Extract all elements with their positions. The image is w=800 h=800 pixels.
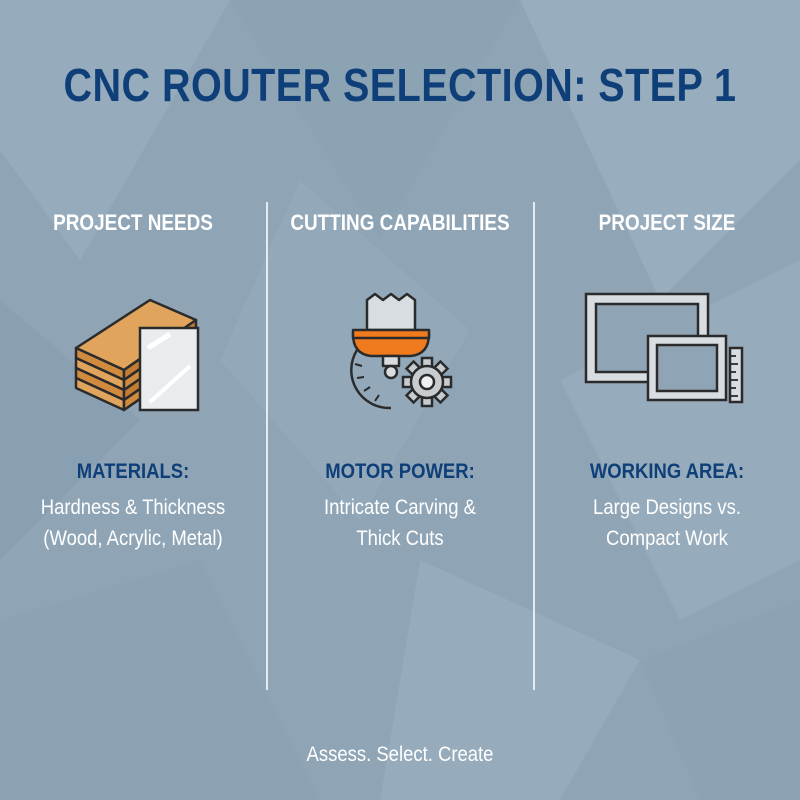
footer-tagline: Assess. Select. Create xyxy=(306,743,494,766)
work-area-frames-icon xyxy=(584,292,744,404)
column-project-needs: PROJECT NEEDS MATERIALS: Hardness & Thic… xyxy=(0,210,266,690)
description-line: Compact Work xyxy=(606,527,728,550)
column-subheading: MATERIALS: xyxy=(76,460,190,483)
column-heading: PROJECT SIZE xyxy=(598,210,736,235)
page-title: CNC ROUTER SELECTION: STEP 1 xyxy=(63,59,737,111)
spindle-gear-icon xyxy=(350,292,453,410)
description-line: Intricate Carving & xyxy=(323,496,477,519)
column-divider xyxy=(266,202,268,690)
description-line: Thick Cuts xyxy=(356,527,444,550)
column-heading: PROJECT NEEDS xyxy=(53,210,213,235)
column-subheading: WORKING AREA: xyxy=(589,460,745,483)
column-subheading: MOTOR POWER: xyxy=(325,460,475,483)
column-divider xyxy=(533,202,535,690)
column-description: Intricate Carving & Thick Cuts xyxy=(283,492,517,554)
column-description: Large Designs vs. Compact Work xyxy=(550,492,784,554)
description-line: Large Designs vs. xyxy=(593,496,741,519)
column-description: Hardness & Thickness (Wood, Acrylic, Met… xyxy=(16,492,250,554)
column-cutting-capabilities: CUTTING CAPABILITIES xyxy=(267,210,533,690)
column-project-size: PROJECT SIZE WORKING AREA: Large Designs… xyxy=(534,210,800,690)
column-heading: CUTTING CAPABILITIES xyxy=(290,210,510,235)
material-sheets-icon xyxy=(74,298,200,412)
description-line: Hardness & Thickness xyxy=(40,496,226,519)
description-line: (Wood, Acrylic, Metal) xyxy=(43,527,223,550)
